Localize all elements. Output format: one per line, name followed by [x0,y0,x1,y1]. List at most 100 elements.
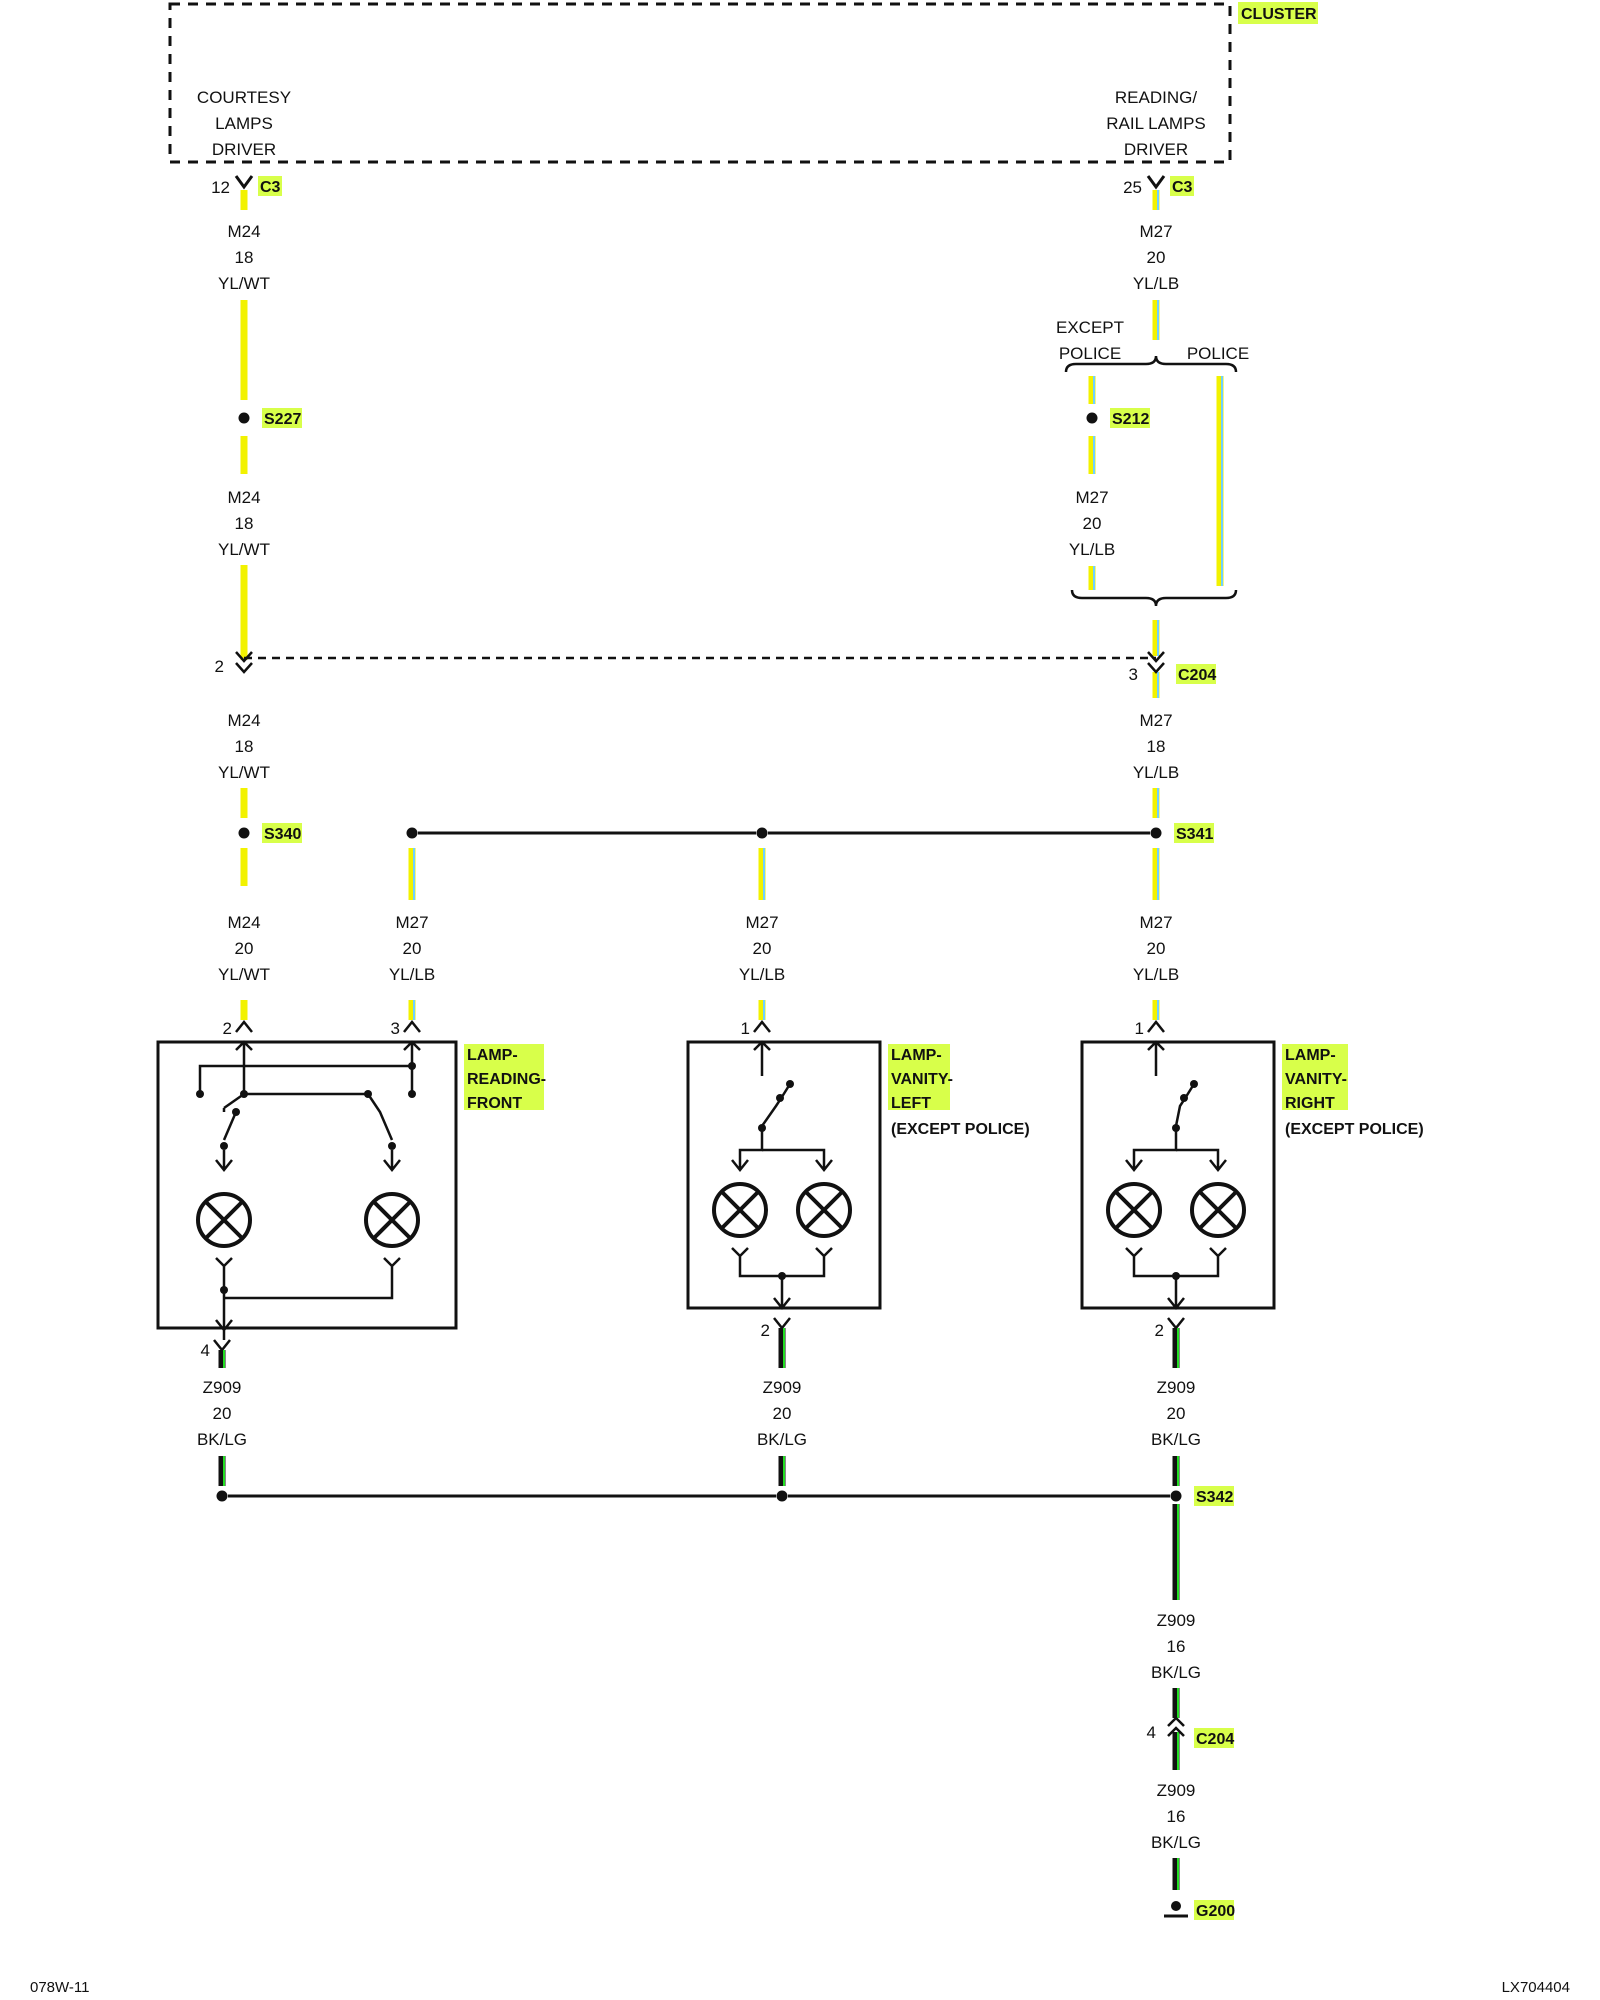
wire-label: 20 [403,939,422,958]
courtesy-driver-label: DRIVER [212,140,276,159]
connector-c204: 2 3 C204 [215,651,1216,684]
wire-z909: 4 Z909 20 BK/LG Z909 20 BK/LG Z909 20 BK… [197,1328,1201,1890]
splice-s340: S340 [238,823,302,843]
reading-driver-label: READING/ [1115,88,1197,107]
component-label: READING- [467,1071,546,1088]
wire-label: M27 [1139,913,1172,932]
ground-g200-tag: G200 [1196,1903,1235,1920]
lamp-vanity-right: 1 2 LAMP- VANITY- RIGHT (EXCEPT POLICE) [1080,1019,1424,1340]
wire-label: YL/WT [218,965,270,984]
wire-label: BK/LG [1151,1663,1201,1682]
component-label: VANITY- [891,1071,953,1088]
wire-label: 20 [1083,514,1102,533]
c204-ground-tag: C204 [1196,1731,1234,1748]
wire-label: Z909 [1157,1611,1196,1630]
reading-driver-label: RAIL LAMPS [1106,114,1206,133]
c3-pin-left: 12 [211,178,230,197]
variant-split: EXCEPT POLICE POLICE [1056,318,1249,607]
splice-s212-tag: S212 [1112,411,1149,428]
lamp-vanity-left: 1 2 LAMP- VANITY- LEFT (EXCEPT POLICE) [686,1019,1030,1340]
wire-label: 20 [235,939,254,958]
wire-label: 18 [1147,737,1166,756]
except-police-label: POLICE [1059,344,1121,363]
splice-s342: S342 [216,1486,1234,1506]
wire-label: 20 [1167,1404,1186,1423]
wire-label: 20 [753,939,772,958]
wire-label: YL/LB [1133,763,1179,782]
wire-label: 20 [213,1404,232,1423]
splice-s341: S341 [406,823,1214,843]
wire-label: 16 [1167,1637,1186,1656]
component-label: LAMP- [891,1047,942,1064]
wire-label: M27 [745,913,778,932]
cluster-title: CLUSTER [1241,6,1317,23]
wire-label: YL/LB [1133,274,1179,293]
wire-label: YL/LB [1069,540,1115,559]
c204-pin-right: 3 [1129,665,1138,684]
wire-label: M24 [227,488,260,507]
ground-g200: G200 [1164,1900,1235,1920]
wire-label: Z909 [763,1378,802,1397]
pin-label: 4 [201,1341,210,1360]
wire-label: YL/LB [1133,965,1179,984]
connector-c204-ground: 4 C204 [1147,1716,1234,1748]
c204-pin-left: 2 [215,657,224,676]
component-label: (EXCEPT POLICE) [1285,1121,1424,1138]
courtesy-driver-label: COURTESY [197,88,291,107]
wire-label: BK/LG [1151,1430,1201,1449]
wire-label: M24 [227,711,260,730]
wire-label: YL/WT [218,540,270,559]
pin-label: 3 [391,1019,400,1038]
component-label: LAMP- [467,1047,518,1064]
pin-label: 2 [761,1321,770,1340]
splice-s227-tag: S227 [264,411,301,428]
wire-labels: M24 18 YL/WT M27 20 YL/LB M24 18 YL/WT M… [218,222,1179,984]
cluster-module: CLUSTER COURTESY LAMPS DRIVER READING/ R… [168,2,1318,164]
pin-label: 1 [741,1019,750,1038]
wire-label: 16 [1167,1807,1186,1826]
wire-label: M27 [1139,222,1172,241]
c204-tag: C204 [1178,667,1216,684]
splice-s340-tag: S340 [264,826,301,843]
wire-label: BK/LG [197,1430,247,1449]
component-label: RIGHT [1285,1095,1335,1112]
component-label: FRONT [467,1095,522,1112]
wire-m27 [408,190,1224,1020]
component-label: (EXCEPT POLICE) [891,1121,1030,1138]
connector-c3: 12 C3 25 C3 [211,175,1194,197]
wire-label: YL/WT [218,274,270,293]
wire-label: 18 [235,248,254,267]
wire-label: 20 [773,1404,792,1423]
footer-right-code: LX704404 [1502,1979,1570,1996]
pin-label: 2 [223,1019,232,1038]
splice-s212: S212 [1086,408,1150,428]
component-label: VANITY- [1285,1071,1347,1088]
wire-label: 20 [1147,248,1166,267]
police-label: POLICE [1187,344,1249,363]
splice-s341-tag: S341 [1176,826,1213,843]
lamp-reading-front: 2 3 LAMP- READING- FRONT [156,1019,546,1340]
courtesy-driver-label: LAMPS [215,114,273,133]
pin-label: 2 [1155,1321,1164,1340]
c3-tag-right: C3 [1172,179,1193,196]
wire-label: Z909 [203,1378,242,1397]
wire-label: M27 [395,913,428,932]
c204-ground-pin: 4 [1147,1723,1156,1742]
wire-label: Z909 [1157,1781,1196,1800]
splice-s342-tag: S342 [1196,1489,1233,1506]
reading-driver-label: DRIVER [1124,140,1188,159]
wire-label: BK/LG [757,1430,807,1449]
c3-tag-left: C3 [260,179,281,196]
wire-label: M24 [227,913,260,932]
c3-pin-right: 25 [1123,178,1142,197]
wire-label: 20 [1147,939,1166,958]
wire-label: YL/LB [739,965,785,984]
wire-label: 18 [235,737,254,756]
except-police-label: EXCEPT [1056,318,1124,337]
splice-s227: S227 [238,408,302,428]
wire-label: M24 [227,222,260,241]
wire-label: YL/LB [389,965,435,984]
component-label: LAMP- [1285,1047,1336,1064]
wire-label: 18 [235,514,254,533]
